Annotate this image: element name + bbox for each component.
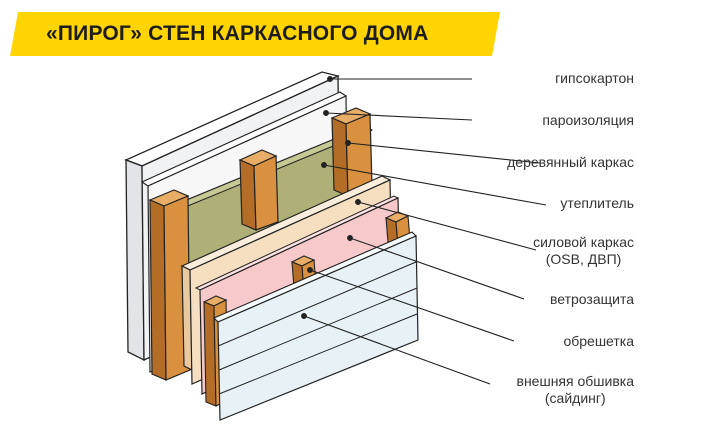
leader-lines — [301, 76, 547, 385]
label-siding: внешняя обшивка (сайдинг) — [516, 373, 634, 406]
page-title: «ПИРОГ» СТЕН КАРКАСНОГО ДОМА — [46, 22, 429, 45]
label-osb: силовой каркас (OSB, ДВП) — [533, 234, 634, 267]
layer-siding — [213, 231, 419, 421]
banner-background — [10, 12, 500, 56]
label-battens: обрешетка — [563, 333, 634, 349]
label-windproof: ветрозащита — [549, 291, 634, 307]
title-banner: «ПИРОГ» СТЕН КАРКАСНОГО ДОМА — [10, 12, 500, 56]
layer-wood-frame — [148, 107, 373, 381]
label-insulation: утеплитель — [560, 195, 634, 211]
label-drywall: гипсокартон — [555, 70, 634, 86]
label-wood-frame: деревянный каркас — [507, 154, 634, 170]
label-vapor-barrier: пароизоляция — [542, 112, 634, 128]
